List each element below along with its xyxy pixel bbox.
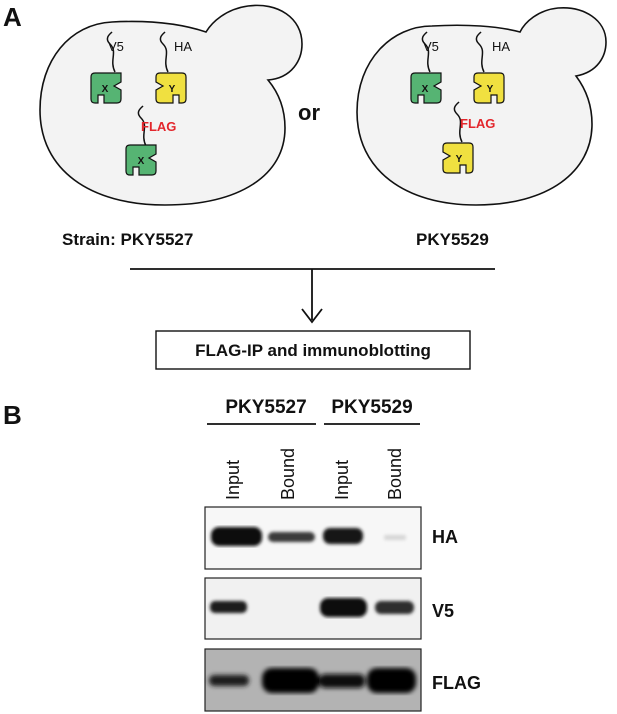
band [210, 601, 247, 613]
svg-text:X: X [138, 156, 145, 167]
ha-tag-line [159, 31, 169, 73]
flag-label: FLAG [460, 116, 495, 131]
v5-label: V5 [108, 39, 124, 54]
strain-label-left: Strain: PKY5527 [62, 230, 193, 249]
v5-tag-line [421, 31, 431, 73]
ha-tag-line [475, 31, 485, 73]
yeast-cell-right: V5 HA X Y FLAG Y [356, 7, 607, 206]
cell-outline-left [39, 4, 303, 206]
or-text: or [298, 100, 320, 125]
svg-text:X: X [422, 84, 429, 95]
blot-label-ha: HA [432, 527, 458, 547]
strain-label-right: PKY5529 [416, 230, 489, 249]
lane-label-bound-1: Bound [278, 448, 298, 500]
protein-y-top: Y [155, 72, 187, 104]
ha-label: HA [174, 39, 192, 54]
v5-label: V5 [423, 39, 439, 54]
svg-text:Y: Y [169, 84, 176, 95]
procedure-text: FLAG-IP and immunoblotting [195, 341, 431, 360]
band [268, 532, 315, 542]
panel-a-letter: A [3, 2, 22, 32]
band [367, 668, 416, 693]
band [375, 601, 414, 614]
band [323, 528, 363, 544]
blot-v5: V5 [204, 577, 454, 640]
strain-header-left: PKY5527 [225, 397, 306, 418]
band [262, 668, 319, 693]
band [211, 527, 262, 546]
strain-header-right: PKY5529 [331, 397, 412, 418]
band [320, 598, 367, 617]
protein-x-top: X [90, 72, 122, 104]
protein-x-bottom: X [125, 144, 157, 176]
svg-text:Y: Y [487, 84, 494, 95]
cell-outline-right [356, 7, 607, 206]
lane-label-input-2: Input [332, 460, 352, 500]
protein-x-top: X [410, 72, 442, 104]
blot-flag: FLAG [204, 648, 481, 712]
svg-text:X: X [102, 84, 109, 95]
v5-tag-line [106, 31, 116, 73]
arrow-down-icon [301, 308, 323, 324]
flag-label: FLAG [141, 119, 176, 134]
svg-text:Y: Y [456, 154, 463, 165]
lane-label-input-1: Input [223, 460, 243, 500]
band [319, 674, 365, 688]
panel-b-letter: B [3, 400, 22, 430]
protein-y-top: Y [473, 72, 505, 104]
ha-label: HA [492, 39, 510, 54]
flag-tag-line [453, 101, 463, 143]
procedure-box [155, 330, 471, 370]
band [209, 675, 249, 686]
blot-ha: HA [204, 506, 458, 570]
protein-y-bottom: Y [442, 142, 474, 174]
band [384, 535, 406, 540]
yeast-cell-left: V5 HA X Y FLAG X [39, 4, 303, 206]
blot-label-v5: V5 [432, 601, 454, 621]
flag-tag-line [137, 105, 147, 147]
lane-label-bound-2: Bound [385, 448, 405, 500]
blot-label-flag: FLAG [432, 673, 481, 693]
